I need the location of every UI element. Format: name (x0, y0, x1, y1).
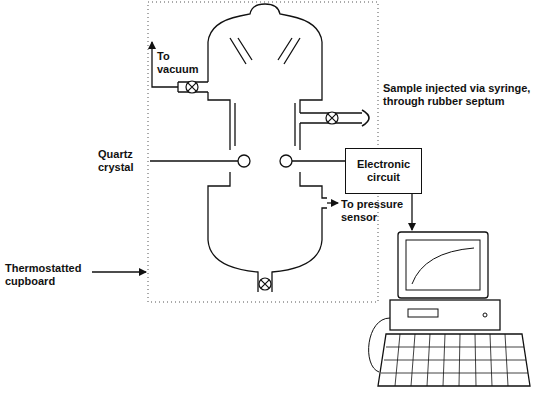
callout-text: Sample injected via syringe, through rub… (383, 82, 533, 108)
callout-label: Quartz crystal (98, 148, 147, 174)
box-label: Electronic circuit (351, 158, 416, 184)
callout-label: Sample injected via syringe, through rub… (383, 82, 533, 108)
callout-label: To vacuum (157, 50, 205, 76)
callout-text: To pressure sensor (341, 198, 405, 224)
callout-text: To vacuum (157, 50, 205, 76)
callout-text: Thermostatted cupboard (5, 262, 91, 288)
callout-text: Quartz crystal (98, 148, 147, 174)
circuit-box: Electronic circuit (345, 148, 422, 194)
callout-label: To pressure sensor (341, 198, 405, 224)
callout-label: Thermostatted cupboard (5, 262, 91, 288)
